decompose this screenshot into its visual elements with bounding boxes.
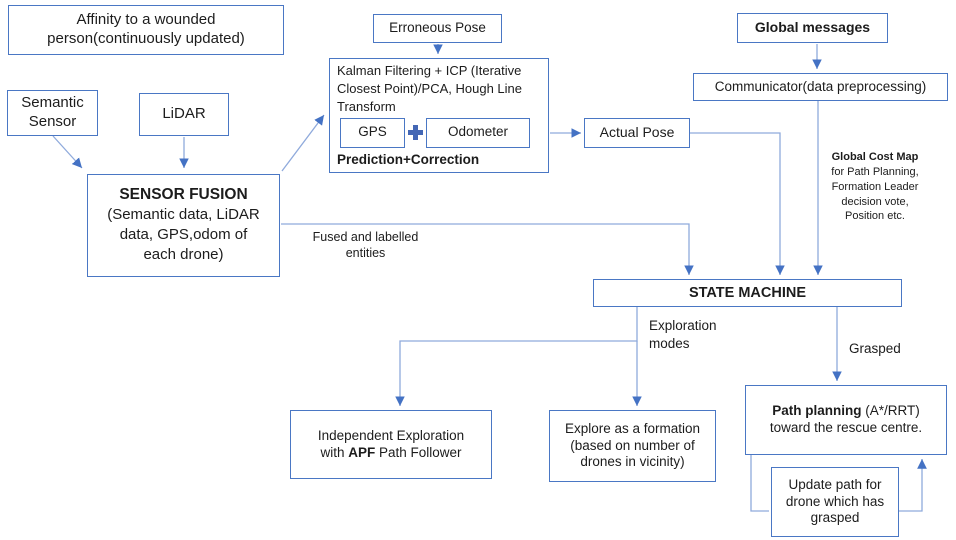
node-sensor-fusion-detail: (Semantic data, LiDAR data, GPS,odom of … xyxy=(107,205,260,264)
global-cost-map-body: for Path Planning, Formation Leader deci… xyxy=(831,165,919,223)
node-gps: GPS xyxy=(340,117,405,148)
edge-label-global-cost-map: Global Cost Map for Path Planning, Forma… xyxy=(826,150,924,224)
node-affinity-label: Affinity to a wounded person(continuousl… xyxy=(47,11,245,47)
path-planning-title-bold: Path planning xyxy=(772,403,862,419)
node-update-path: Update path for drone which has grasped xyxy=(771,467,899,537)
node-semantic-sensor: Semantic Sensor xyxy=(7,90,98,136)
node-actual-pose: Actual Pose xyxy=(584,118,690,148)
node-affinity: Affinity to a wounded person(continuousl… xyxy=(8,5,284,55)
node-gps-label: GPS xyxy=(358,124,387,140)
edge-label-grasped: Grasped xyxy=(849,341,901,356)
node-actual-pose-label: Actual Pose xyxy=(599,124,675,141)
edge-fusion-to-kalman xyxy=(281,114,325,172)
independent-text-after: Path Follower xyxy=(375,444,462,460)
node-odometer-label: Odometer xyxy=(447,124,509,140)
node-global-messages: Global messages xyxy=(737,13,888,43)
node-path-planning-line2: toward the rescue centre. xyxy=(769,420,923,435)
node-lidar: LiDAR xyxy=(139,93,229,136)
edge-pathplanning-to-updatepath xyxy=(750,455,769,512)
edge-statemachine-to-independent xyxy=(395,307,638,406)
independent-text-before: Independent Exploration with xyxy=(317,427,465,460)
edge-semantic-to-fusion xyxy=(52,135,83,169)
node-lidar-label: LiDAR xyxy=(162,105,206,123)
node-state-machine: STATE MACHINE xyxy=(593,279,902,307)
node-kalman-label: Kalman Filtering + ICP (Iterative Closes… xyxy=(337,63,522,115)
node-erroneous-pose: Erroneous Pose xyxy=(373,14,502,43)
path-planning-title-rest: (A*/RRT) xyxy=(861,403,920,419)
node-communicator: Communicator(data preprocessing) xyxy=(693,73,948,101)
node-explore-formation-label: Explore as a formation (based on number … xyxy=(564,420,701,470)
node-semantic-sensor-label: Semantic Sensor xyxy=(21,94,84,130)
kalman-fusion-row: GPS Odometer xyxy=(340,117,530,148)
edge-updatepath-to-pathplanning xyxy=(899,459,927,512)
node-communicator-label: Communicator(data preprocessing) xyxy=(714,78,927,94)
node-independent-exploration-label: Independent Exploration with APF Path Fo… xyxy=(311,428,471,462)
node-kalman-footer: Prediction+Correction xyxy=(337,151,480,167)
node-erroneous-pose-label: Erroneous Pose xyxy=(389,20,486,36)
node-sensor-fusion: SENSOR FUSION (Semantic data, LiDAR data… xyxy=(87,174,280,277)
edge-actualpose-to-statemachine xyxy=(690,132,785,275)
node-state-machine-label: STATE MACHINE xyxy=(688,284,807,301)
node-update-path-label: Update path for drone which has grasped xyxy=(785,476,885,526)
node-independent-exploration: Independent Exploration with APF Path Fo… xyxy=(290,410,492,479)
node-kalman: Kalman Filtering + ICP (Iterative Closes… xyxy=(329,58,549,173)
global-cost-map-title: Global Cost Map xyxy=(831,151,919,163)
node-sensor-fusion-title: SENSOR FUSION xyxy=(119,186,248,204)
node-path-planning-line1: Path planning (A*/RRT) xyxy=(772,403,920,420)
edge-label-fused-entities: Fused and labelled entities xyxy=(312,230,419,261)
node-odometer: Odometer xyxy=(426,117,530,148)
node-global-messages-label: Global messages xyxy=(754,19,871,36)
independent-text-bold: APF xyxy=(348,444,376,460)
node-explore-formation: Explore as a formation (based on number … xyxy=(549,410,716,482)
plus-icon xyxy=(408,125,423,141)
edge-fusion-to-statemachine xyxy=(281,223,694,275)
edge-label-exploration-modes: Exploration modes xyxy=(649,318,717,351)
node-path-planning: Path planning (A*/RRT) toward the rescue… xyxy=(745,385,947,455)
